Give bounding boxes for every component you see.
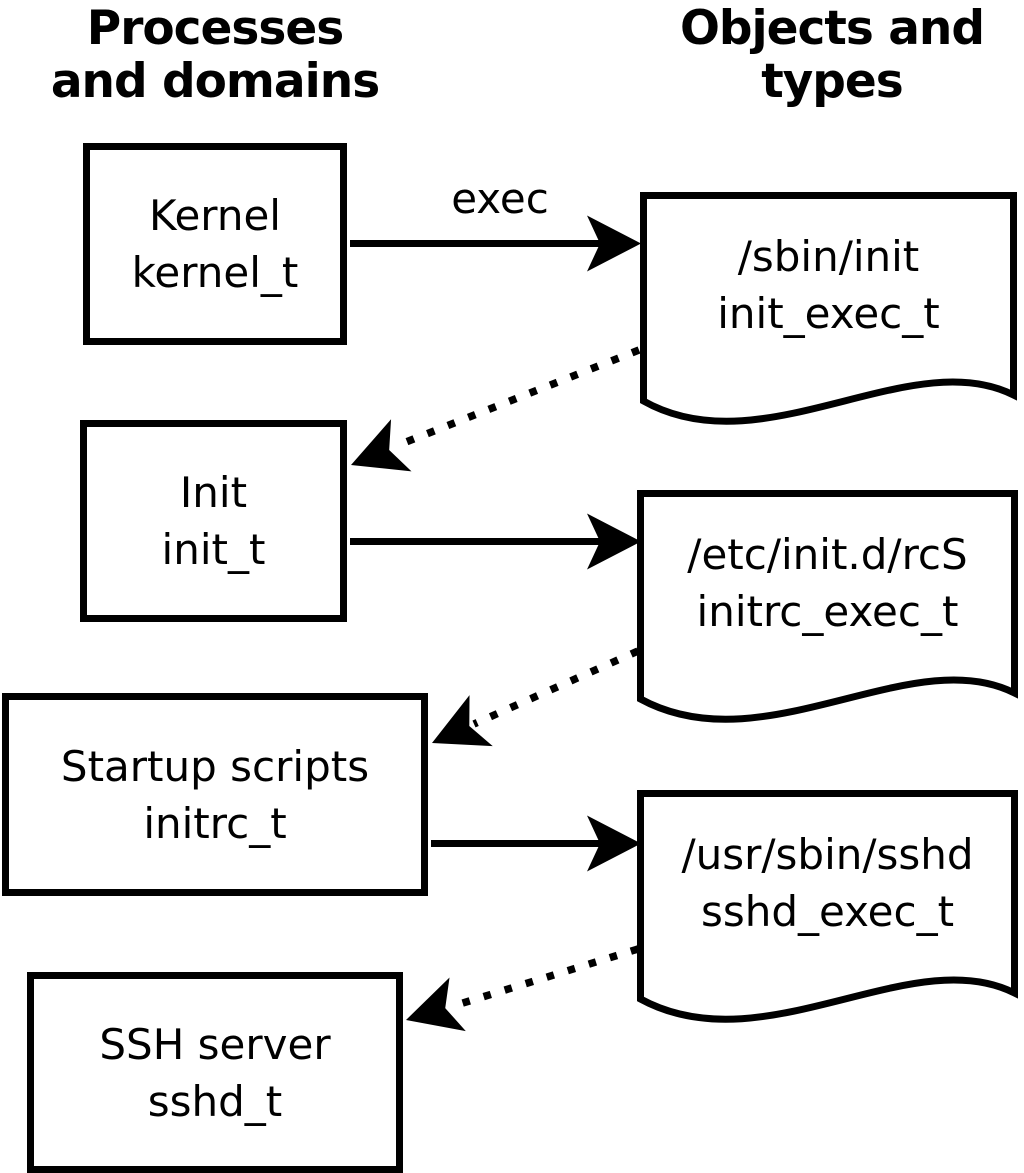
transition-arrow-to-init-line — [394, 346, 641, 450]
domain-label: kernel_t — [131, 248, 299, 297]
left-header-line1: Processes — [86, 1, 344, 56]
left-header-line2: and domains — [50, 54, 380, 109]
domain-label: initrc_t — [143, 798, 287, 848]
document-shape-sbin-init — [640, 192, 1017, 425]
transition-arrow-to-sshd-line — [448, 945, 640, 1011]
transition-arrow-to-initrc-line — [472, 647, 640, 728]
document-shape-etc-initd-rcs — [637, 490, 1018, 723]
right-header-line1: Objects and — [679, 1, 985, 56]
process-box-startup-scripts: Startup scripts initrc_t — [2, 693, 428, 896]
exec-arrowhead-1 — [587, 215, 641, 272]
process-label: SSH server — [99, 1019, 331, 1069]
left-column-header: Processes and domains — [15, 2, 415, 108]
exec-arrow-label: exec — [451, 174, 549, 223]
process-label: Init — [179, 468, 248, 517]
domain-label: sshd_t — [147, 1076, 283, 1126]
process-box-init: Init init_t — [80, 420, 347, 622]
right-column-header: Objects and types — [632, 2, 1024, 108]
exec-arrowhead-2 — [587, 513, 641, 570]
transition-arrowhead-to-sshd — [406, 977, 466, 1032]
transition-arrowhead-to-initrc — [432, 695, 493, 747]
process-box-ssh-server: SSH server sshd_t — [27, 972, 403, 1173]
process-box-kernel: Kernel kernel_t — [83, 143, 347, 345]
process-label: Kernel — [149, 191, 281, 240]
exec-arrowhead-3 — [587, 815, 641, 872]
process-label: Startup scripts — [60, 741, 370, 791]
transition-arrowhead-to-init — [351, 419, 412, 472]
domain-label: init_t — [161, 525, 266, 574]
right-header-line2: types — [761, 54, 904, 109]
document-shape-usr-sbin-sshd — [637, 790, 1018, 1023]
